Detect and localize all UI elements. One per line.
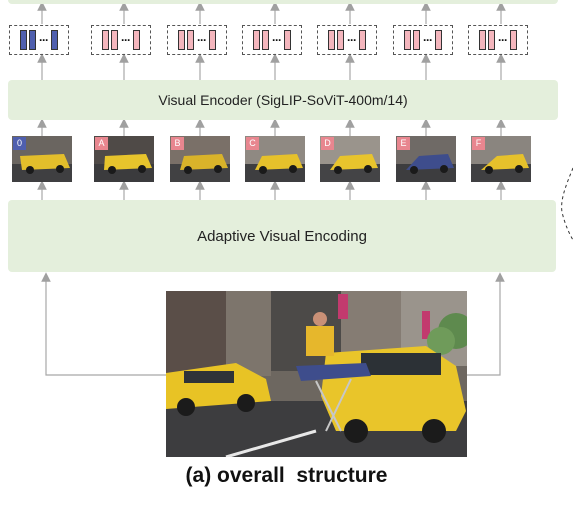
token	[404, 30, 411, 50]
token	[253, 30, 260, 50]
ellipsis: ···	[423, 33, 433, 47]
dashed-connector	[561, 167, 573, 241]
thumbnail-badge: F	[472, 137, 485, 150]
thumbnail-E: E	[396, 136, 456, 182]
thumbnail-badge: A	[95, 137, 108, 150]
token	[337, 30, 344, 50]
token	[262, 30, 269, 50]
thumbnail-badge: E	[397, 137, 410, 150]
token	[209, 30, 216, 50]
source-image	[166, 291, 467, 457]
token	[413, 30, 420, 50]
visual-encoder-label: Visual Encoder (SigLIP-SoViT-400m/14)	[158, 92, 408, 108]
token	[435, 30, 442, 50]
ellipsis: ···	[39, 33, 49, 47]
ellipsis: ···	[197, 33, 207, 47]
token	[510, 30, 517, 50]
token	[178, 30, 185, 50]
adaptive-encoding-box: Adaptive Visual Encoding	[8, 200, 556, 272]
token	[479, 30, 486, 50]
thumbnail-F: F	[471, 136, 531, 182]
thumbnail-C: C	[245, 136, 305, 182]
token	[111, 30, 118, 50]
token	[187, 30, 194, 50]
token	[133, 30, 140, 50]
token	[284, 30, 291, 50]
token	[102, 30, 109, 50]
ellipsis: ···	[347, 33, 357, 47]
adaptive-encoding-label: Adaptive Visual Encoding	[197, 227, 367, 245]
ellipsis: ···	[498, 33, 508, 47]
top-strip	[8, 0, 558, 4]
thumbnail-B: B	[170, 136, 230, 182]
thumbnail-image	[396, 136, 456, 182]
thumbnail-image	[94, 136, 154, 182]
token-group-0: ···	[9, 25, 69, 55]
arrow-image-to-adaptive-left	[41, 272, 166, 376]
token	[51, 30, 58, 50]
arrow-image-to-adaptive-right	[467, 272, 505, 376]
token-group-B: ···	[167, 25, 227, 55]
thumbnail-A: A	[94, 136, 154, 182]
token	[488, 30, 495, 50]
visual-encoder-box: Visual Encoder (SigLIP-SoViT-400m/14)	[8, 80, 558, 120]
caption: (a) overall structure	[185, 464, 388, 487]
token-group-C: ···	[242, 25, 302, 55]
thumbnail-badge: 0	[13, 137, 26, 150]
thumbnail-badge: C	[246, 137, 259, 150]
thumbnail-badge: D	[321, 137, 334, 150]
token-group-E: ···	[393, 25, 453, 55]
ellipsis: ···	[121, 33, 131, 47]
thumbnail-badge: B	[171, 137, 184, 150]
thumbnail-image	[471, 136, 531, 182]
token	[359, 30, 366, 50]
token	[328, 30, 335, 50]
token	[29, 30, 36, 50]
token-group-D: ···	[317, 25, 377, 55]
ellipsis: ···	[272, 33, 282, 47]
token-group-F: ···	[468, 25, 528, 55]
token	[20, 30, 27, 50]
token-group-A: ···	[91, 25, 151, 55]
thumbnail-0: 0	[12, 136, 72, 182]
thumbnail-D: D	[320, 136, 380, 182]
